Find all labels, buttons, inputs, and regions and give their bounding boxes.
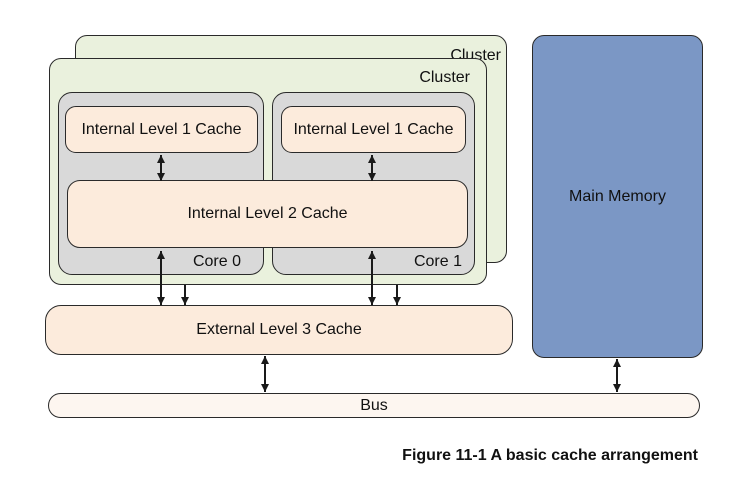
l1-cache-core0-label: Internal Level 1 Cache	[81, 120, 242, 138]
l1-l2-arrow-core1-icon	[371, 155, 373, 181]
l1-cache-core1-box: Internal Level 1 Cache	[281, 106, 466, 153]
l3-cache-label: External Level 3 Cache	[196, 321, 362, 338]
l2-cache-label: Internal Level 2 Cache	[187, 205, 348, 222]
l1-cache-core0-box: Internal Level 1 Cache	[65, 106, 258, 153]
l3-cache-box: External Level 3 Cache	[45, 305, 513, 355]
figure-caption: Figure 11-1 A basic cache arrangement	[402, 447, 698, 464]
core0-label: Core 0	[192, 253, 241, 270]
l3-bus-arrow-icon	[264, 356, 266, 392]
bus-label: Bus	[360, 396, 388, 414]
l2-l3-arrow-core0-icon	[160, 251, 162, 305]
back-cluster-to-l3-arrow-right-icon	[396, 277, 398, 305]
l1-l2-arrow-core0-icon	[160, 155, 162, 181]
back-cluster-to-l3-arrow-left-icon	[184, 277, 186, 305]
bus-box: Bus	[48, 393, 700, 418]
core1-label: Core 1	[413, 253, 462, 270]
main-memory-box: Main Memory	[532, 35, 703, 358]
memory-bus-arrow-icon	[616, 359, 618, 392]
l2-cache-box: Internal Level 2 Cache	[67, 180, 468, 248]
cluster-front-label: Cluster	[419, 69, 470, 86]
l2-l3-arrow-core1-icon	[371, 251, 373, 305]
main-memory-label: Main Memory	[569, 187, 666, 205]
l1-cache-core1-label: Internal Level 1 Cache	[293, 120, 454, 138]
